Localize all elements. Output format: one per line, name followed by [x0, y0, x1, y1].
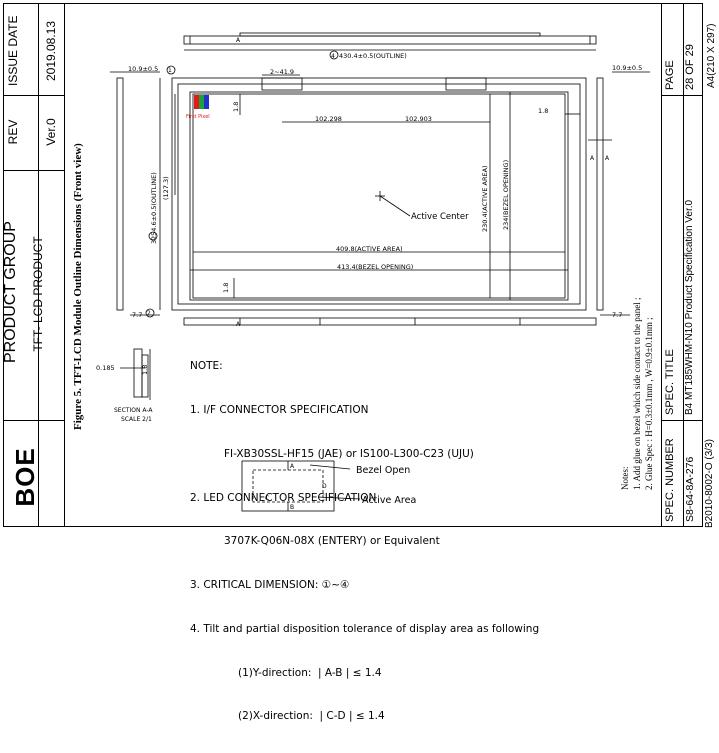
- note-1: 1. I/F CONNECTOR SPECIFICATION: [190, 403, 369, 416]
- outline-drawing: 430.4±0.5(OUTLINE) 4 10.9±0.5 1 10.9±0.5…: [96, 32, 650, 512]
- dim-outline-width: 430.4±0.5(OUTLINE): [339, 52, 407, 60]
- note-4: 4. Tilt and partial disposition toleranc…: [190, 622, 540, 635]
- box-label-c: C: [265, 495, 269, 502]
- scale-label: SCALE 2/1: [121, 416, 152, 423]
- dim-10-9-left: 10.9±0.5: [128, 65, 158, 73]
- note-2a: 3707K-Q06N-08X (ENTERY) or Equivalent: [224, 535, 440, 548]
- right-block-divider: [661, 3, 662, 527]
- note-4a: (1)Y-direction: | A-B | ≤ 1.4: [238, 666, 382, 679]
- first-pixel-green: [199, 95, 204, 109]
- dim-102-903: 102.903: [405, 115, 432, 123]
- dim-7-7-right: 7.7: [612, 311, 622, 319]
- module-outline: [171, 77, 587, 311]
- circle-label-4: 4: [331, 53, 335, 60]
- dim-outline-height: 254.6±0.5(OUTLINE): [150, 172, 158, 240]
- bottom-edge-profile: [183, 317, 597, 326]
- active-area: [192, 93, 566, 299]
- label-a-right: A: [590, 155, 595, 162]
- active-area-label: Active Area: [362, 495, 416, 506]
- dim-234: 234(BEZEL OPENING): [502, 160, 510, 230]
- circle-label-2: 2: [147, 310, 151, 317]
- bezel-opening: [189, 91, 569, 301]
- bezel-open-label: Bezel Open: [356, 465, 410, 476]
- left-hline-2: [3, 170, 64, 171]
- active-center-label: Active Center: [411, 212, 469, 222]
- left-block-divider-2: [64, 3, 65, 527]
- dim-1-8-top: 1.8: [232, 102, 240, 112]
- label-a-bottom: A: [236, 321, 241, 328]
- dim-1-8-section: 1.8: [141, 365, 149, 375]
- first-pixel-red: [194, 95, 199, 109]
- dim-1-8-right: 1.8: [538, 107, 548, 115]
- top-edge-profile: [183, 35, 597, 45]
- label-a-top: A: [236, 37, 241, 44]
- dim-7-7-left: 7.7: [132, 311, 142, 319]
- right-hline-1: [661, 95, 703, 96]
- dim-0-185: 0.185: [96, 364, 115, 372]
- dim-102-298: 102.298: [315, 115, 342, 123]
- right-hline-2: [661, 420, 703, 421]
- box-label-b: B: [290, 504, 294, 511]
- label-a-right-2: A: [605, 155, 610, 162]
- dim-10-9-right: 10.9±0.5: [612, 64, 642, 72]
- dim-2-41-9: 2~41.9: [270, 68, 294, 76]
- dim-230-4: 230.4(ACTIVE AREA): [481, 165, 489, 232]
- left-hline-3: [3, 95, 64, 96]
- note-4b: (2)X-direction: | C-D | ≤ 1.4: [238, 710, 385, 723]
- spec-page: BOE PRODUCT GROUP TFT- LCD PRODUCT REV V…: [2, 3, 717, 722]
- dim-1-8-bottom: 1.8: [222, 283, 230, 293]
- circle-label-1: 1: [168, 67, 172, 74]
- dim-409-8: 409.8(ACTIVE AREA): [336, 245, 403, 253]
- notes-title: NOTE:: [190, 360, 223, 373]
- dim-413-4: 413.4(BEZEL OPENING): [337, 263, 413, 271]
- left-hline-1: [3, 420, 64, 421]
- right-edge-profile: [596, 77, 604, 311]
- circle-label-3: 3: [150, 240, 158, 244]
- first-pixel-label: First Pixel: [186, 114, 210, 120]
- note-1a: FI-XB30SSL-HF15 (JAE) or IS100-L300-C23 …: [224, 447, 474, 460]
- note-2: 2. LED CONNECTOR SPECIFICATION: [190, 491, 377, 504]
- dim-127-3: (127.3): [162, 176, 170, 200]
- left-block-divider: [38, 3, 39, 527]
- box-label-d: D: [322, 483, 327, 490]
- notes-block: NOTE: 1. I/F CONNECTOR SPECIFICATION FI-…: [190, 330, 539, 753]
- first-pixel-blue: [204, 95, 209, 109]
- left-edge-profile: [116, 77, 124, 311]
- right-block-divider-2: [683, 3, 684, 527]
- box-label-a: A: [290, 463, 295, 470]
- page-frame: [3, 3, 703, 527]
- note-3: 3. CRITICAL DIMENSION: ①~④: [190, 579, 350, 592]
- section-label: SECTION A-A: [114, 407, 153, 414]
